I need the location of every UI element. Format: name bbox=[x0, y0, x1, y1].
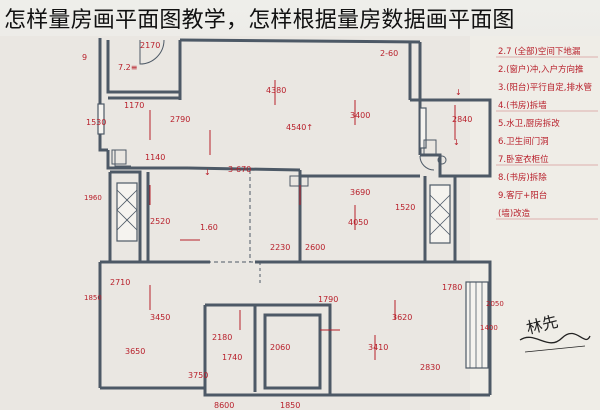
dim-mark: 3-670 bbox=[228, 165, 251, 174]
dim-mark: 2520 bbox=[150, 217, 170, 226]
door-kitchen bbox=[419, 155, 435, 171]
note-line: 2.(窗户)冲,入户方向推 bbox=[498, 64, 584, 75]
dim-mark: 2790 bbox=[170, 115, 190, 124]
wall-mid-left bbox=[187, 166, 301, 172]
window-balcony bbox=[465, 281, 489, 369]
page-title: 怎样量房画平面图教学，怎样根据量房数据画平面图 bbox=[4, 8, 515, 33]
dim-mark: 4380 bbox=[266, 86, 286, 95]
dim-mark: 2-60 bbox=[380, 49, 398, 58]
dim-mark: 1140 bbox=[145, 153, 165, 162]
dim-mark: 3750 bbox=[188, 371, 208, 380]
fixture-drain bbox=[437, 155, 447, 165]
note-line: 7.卧室衣柜位 bbox=[498, 154, 549, 165]
walls bbox=[98, 38, 492, 397]
wall-lower-top-right bbox=[425, 260, 492, 300]
edge-mark: 1400 bbox=[480, 324, 498, 332]
dim-mark: 2170 bbox=[140, 41, 160, 50]
note-line: 5.水卫,厨房拆改 bbox=[498, 118, 560, 129]
dim-mark: 8600 bbox=[214, 401, 234, 410]
dim-mark: 7.2≡ bbox=[118, 63, 137, 72]
dim-mark: 2840 bbox=[452, 115, 472, 124]
window-shaft-right bbox=[429, 184, 451, 244]
dim-mark: 9 bbox=[82, 53, 87, 62]
dim-mark: 1790 bbox=[318, 295, 338, 304]
dim-mark: 1.60 bbox=[200, 223, 218, 232]
dim-mark: 2830 bbox=[420, 363, 440, 372]
dim-mark: 2060 bbox=[270, 343, 290, 352]
dim-mark: 3620 bbox=[392, 313, 412, 322]
dim-mark: 3400 bbox=[350, 111, 370, 120]
note-line: 6.卫生间门洞 bbox=[498, 136, 549, 147]
dim-mark: 1530 bbox=[86, 118, 106, 127]
windows bbox=[97, 103, 489, 369]
dim-mark: 1740 bbox=[222, 353, 242, 362]
dim-mark: 3410 bbox=[368, 343, 388, 352]
dim-mark: 1780 bbox=[442, 283, 462, 292]
edge-mark: 1850 bbox=[84, 294, 102, 302]
dim-mark: 3650 bbox=[125, 347, 145, 356]
dim-mark: 2710 bbox=[110, 278, 130, 287]
wall-shaft-left bbox=[110, 170, 142, 262]
note-line: 2.7 (全部)空间下地漏 bbox=[498, 46, 581, 57]
window-hatching bbox=[116, 189, 483, 368]
note-line: (墙)改造 bbox=[498, 208, 531, 219]
edge-mark: 2050 bbox=[486, 300, 504, 308]
note-line: 4.(书房)拆墙 bbox=[498, 100, 547, 111]
window-left bbox=[97, 103, 105, 135]
dim-mark: 2600 bbox=[305, 243, 325, 252]
wall-top bbox=[179, 38, 421, 44]
wall-bathroom bbox=[203, 305, 330, 397]
wall-balcony-upper bbox=[410, 98, 492, 168]
wall-closet bbox=[263, 313, 322, 390]
fixtures bbox=[111, 139, 447, 187]
notes-list: 2.7 (全部)空间下地漏 2.(窗户)冲,入户方向推 3.(阳台)平行自定,排… bbox=[498, 46, 592, 219]
dim-mark: 4050 bbox=[348, 218, 368, 227]
dim-mark: 3690 bbox=[350, 188, 370, 197]
dim-mark: 1850 bbox=[280, 401, 300, 410]
wall-bedroom-small bbox=[255, 303, 332, 395]
red-arrows bbox=[149, 80, 456, 360]
dim-mark: ↓ bbox=[453, 138, 460, 147]
paper-right-margin bbox=[470, 36, 600, 410]
door-closet bbox=[114, 150, 131, 167]
fixture-box-left bbox=[111, 149, 127, 165]
fixture-box-right bbox=[423, 139, 437, 155]
dim-mark: 4540↑ bbox=[286, 123, 313, 132]
wall-right-jog bbox=[420, 153, 492, 178]
dim-mark: 3450 bbox=[150, 313, 170, 322]
wall-left-mid bbox=[106, 150, 188, 170]
notes-underlines bbox=[496, 56, 598, 220]
note-line: 3.(阳台)平行自定,排水管 bbox=[498, 82, 592, 93]
dim-mark: ↓ bbox=[204, 168, 211, 177]
signature-date-line bbox=[524, 345, 586, 353]
signature-stroke bbox=[519, 332, 591, 344]
dim-mark: ↓ bbox=[455, 88, 462, 97]
red-dimensions: 7.2≡ 1170 1530 2790 1140 4380 4540↑ 3400… bbox=[82, 41, 472, 410]
window-shaft-left bbox=[116, 182, 138, 242]
edge-mark: 1960 bbox=[84, 194, 102, 202]
dim-mark: 2230 bbox=[270, 243, 290, 252]
door-entry bbox=[139, 39, 165, 65]
dim-mark: 1520 bbox=[395, 203, 415, 212]
dim-mark: 1170 bbox=[124, 101, 144, 110]
door-swings bbox=[114, 39, 435, 286]
edge-marks: 2050 1400 1960 1850 bbox=[84, 194, 504, 332]
window-upper-right bbox=[419, 107, 427, 149]
dim-mark: 2180 bbox=[212, 333, 232, 342]
note-line: 8.(书房)拆除 bbox=[498, 172, 547, 183]
note-line: 9.客厅+阳台 bbox=[498, 190, 547, 201]
wall-left-upper bbox=[98, 38, 108, 152]
fixture-pillar bbox=[289, 175, 309, 187]
